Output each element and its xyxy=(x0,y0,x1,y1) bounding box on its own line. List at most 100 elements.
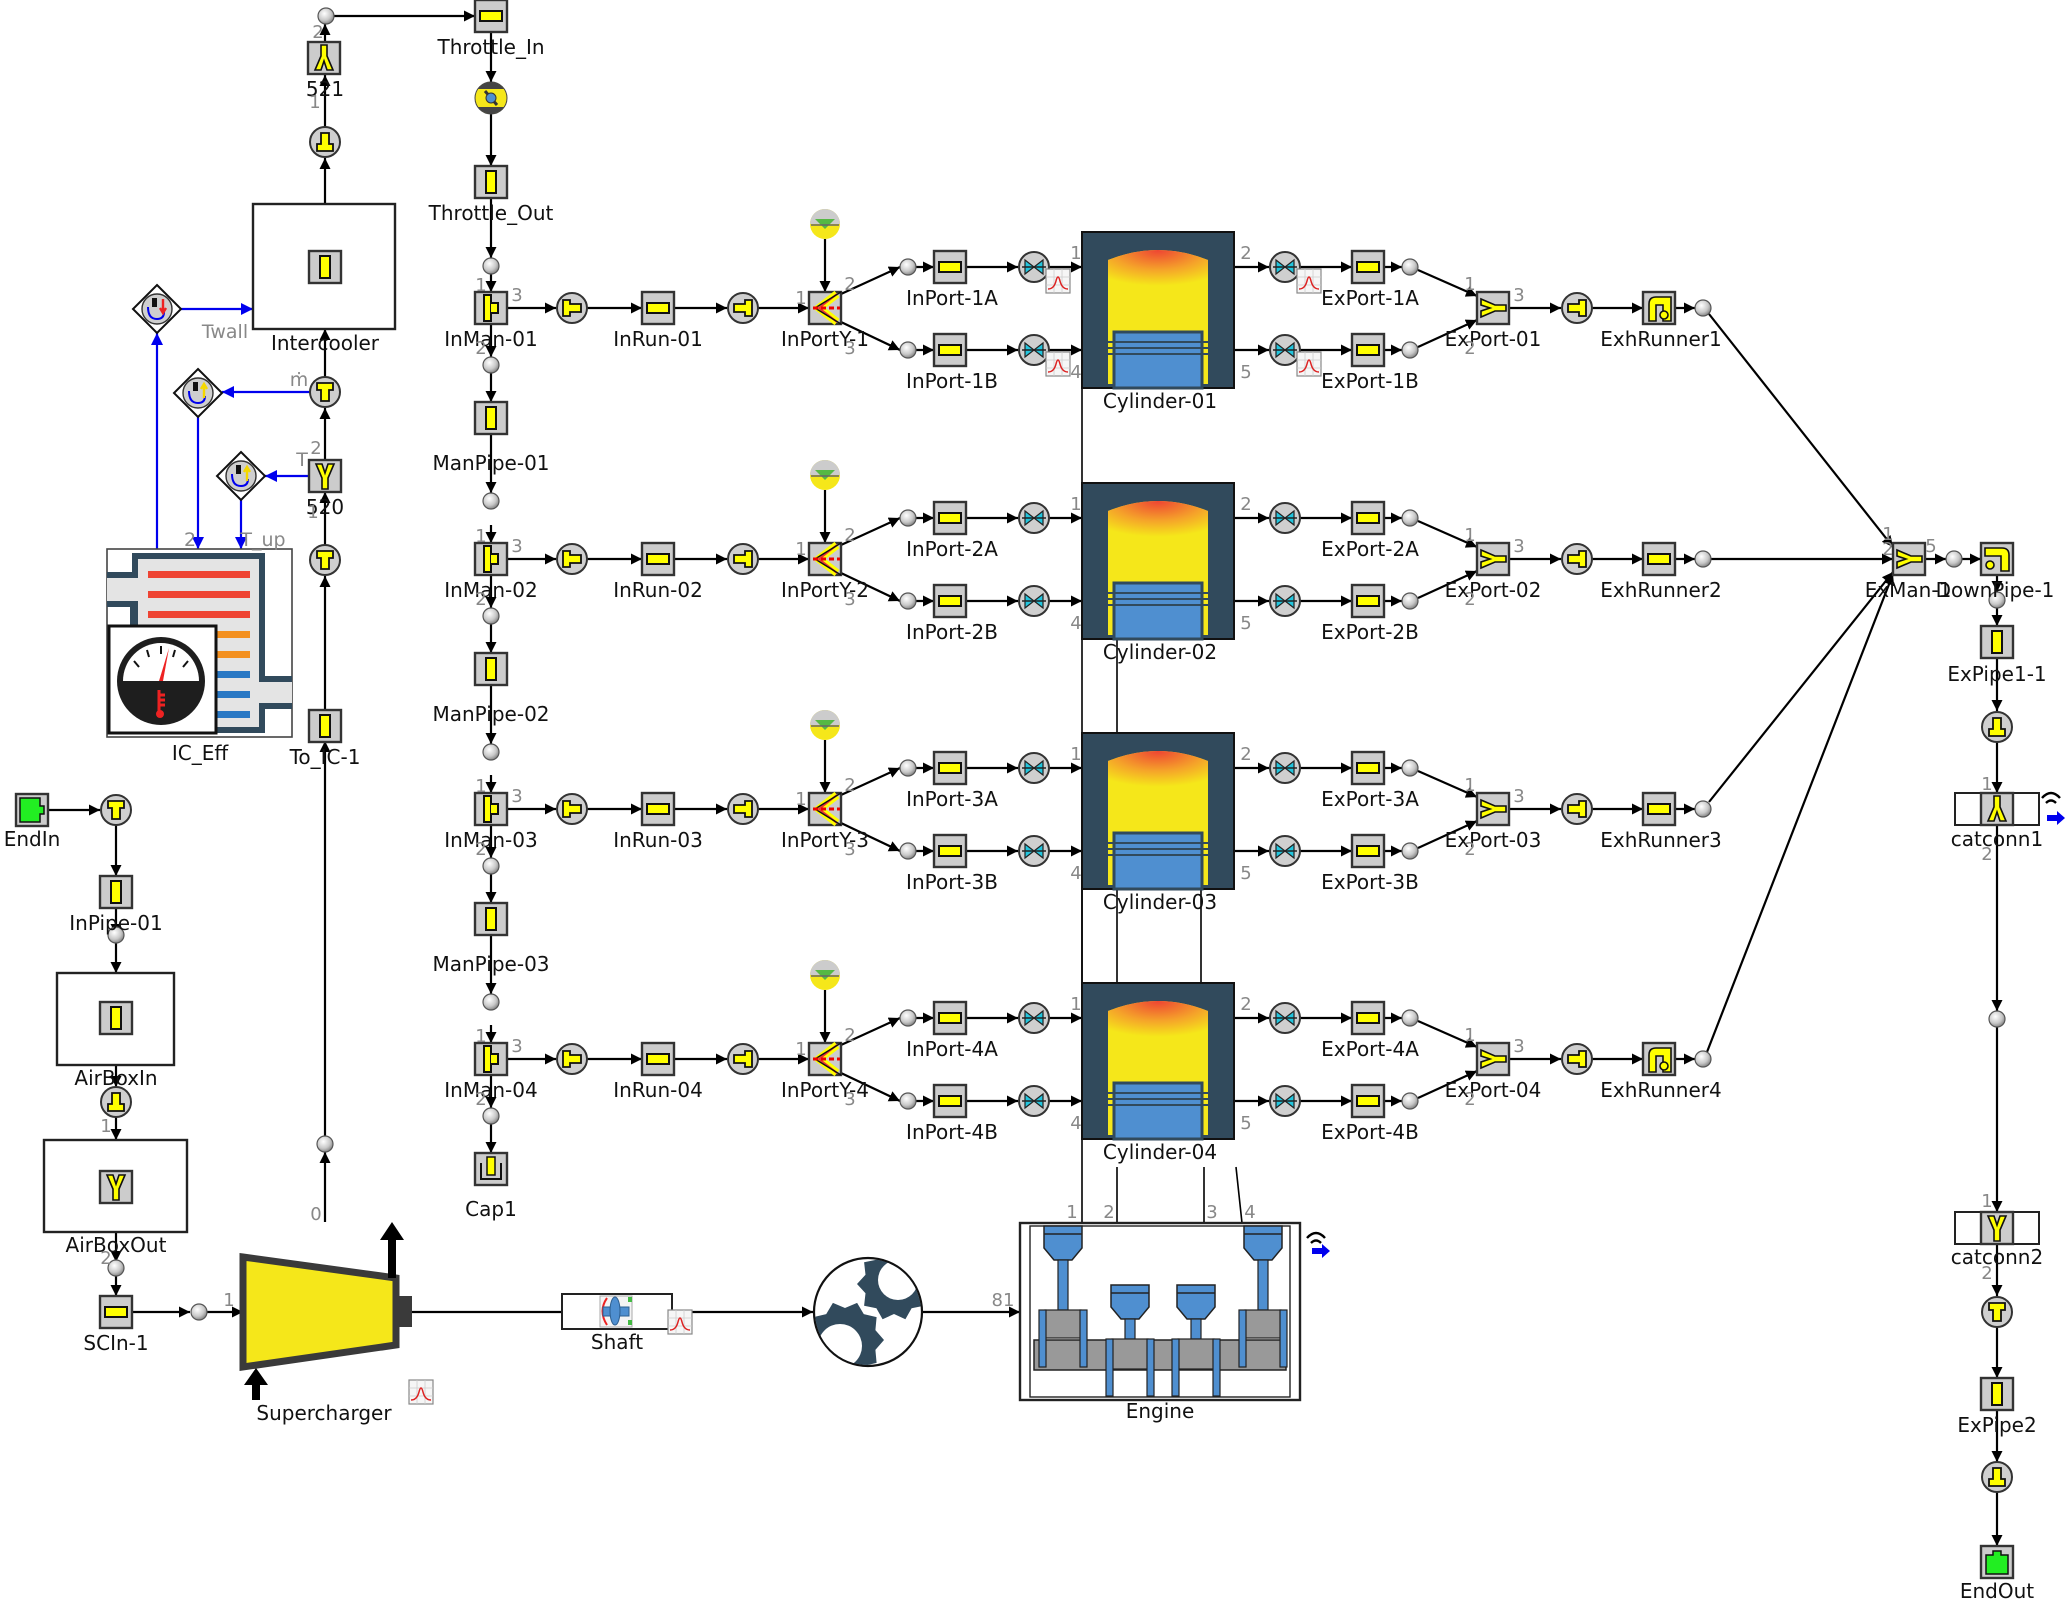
fuel-injector-4[interactable] xyxy=(810,960,840,990)
inport-4a[interactable] xyxy=(932,1000,968,1036)
inrun-3[interactable] xyxy=(640,791,676,827)
inman-1[interactable] xyxy=(473,290,509,326)
catconn2-reducer[interactable] xyxy=(1981,1296,2013,1328)
export-03[interactable] xyxy=(1475,791,1511,827)
flow-connection[interactable] xyxy=(840,265,901,296)
orifice-node[interactable] xyxy=(1694,800,1712,818)
inrun-inlet-reducer[interactable] xyxy=(556,543,588,575)
inport-2a[interactable] xyxy=(932,500,968,536)
flow-connection[interactable] xyxy=(1417,819,1478,850)
expipe1-1[interactable] xyxy=(1979,624,2015,660)
expipe1-reducer[interactable] xyxy=(1981,711,2013,743)
manpipe-1[interactable] xyxy=(473,400,509,436)
profile-chart-icon[interactable] xyxy=(1296,268,1322,294)
exhaust-valve-3a[interactable] xyxy=(1269,752,1301,784)
endin-reducer[interactable] xyxy=(100,794,132,826)
orifice-node[interactable] xyxy=(482,492,500,510)
export-2a[interactable] xyxy=(1350,500,1386,536)
orifice-node[interactable] xyxy=(107,1259,125,1277)
temperature-sensor[interactable] xyxy=(215,450,267,502)
export-04[interactable] xyxy=(1475,1041,1511,1077)
intercooler-pipe-icon[interactable] xyxy=(307,249,343,285)
inman-2[interactable] xyxy=(473,541,509,577)
cylinder-01[interactable] xyxy=(1081,231,1235,390)
inrun-4[interactable] xyxy=(640,1041,676,1077)
orifice-node[interactable] xyxy=(1988,591,2006,609)
exhrunner4[interactable] xyxy=(1641,1041,1677,1077)
orifice-node[interactable] xyxy=(1694,550,1712,568)
intercooler-outlet-reducer[interactable] xyxy=(309,126,341,158)
intake-valve-4a[interactable] xyxy=(1018,1002,1050,1034)
orifice-node[interactable] xyxy=(482,607,500,625)
end-environment-out[interactable] xyxy=(1979,1544,2015,1580)
engine[interactable] xyxy=(1018,1221,1302,1402)
flow-connection[interactable] xyxy=(1705,573,1895,1053)
exhaust-valve-4a[interactable] xyxy=(1269,1002,1301,1034)
inrun-2[interactable] xyxy=(640,541,676,577)
fuel-injector-1[interactable] xyxy=(810,209,840,239)
junction-521[interactable] xyxy=(306,40,342,76)
cylinder-02[interactable] xyxy=(1081,482,1235,641)
flow-connection[interactable] xyxy=(1417,1069,1478,1100)
exhaust-valve-1b[interactable] xyxy=(1269,334,1301,366)
orifice-node[interactable] xyxy=(899,759,917,777)
inrun-inlet-reducer[interactable] xyxy=(556,793,588,825)
inman-3[interactable] xyxy=(473,791,509,827)
inport-1b[interactable] xyxy=(932,332,968,368)
intake-valve-4b[interactable] xyxy=(1018,1085,1050,1117)
orifice-node[interactable] xyxy=(482,356,500,374)
exhrunner-reducer[interactable] xyxy=(1561,292,1593,324)
orifice-node[interactable] xyxy=(899,1009,917,1027)
inrun-outlet-reducer[interactable] xyxy=(727,793,759,825)
flow-connection[interactable] xyxy=(1417,769,1478,799)
gearbox[interactable] xyxy=(806,1249,931,1377)
end-environment-in[interactable] xyxy=(14,792,50,828)
orifice-node[interactable] xyxy=(1401,842,1419,860)
inrun-outlet-reducer[interactable] xyxy=(727,543,759,575)
orifice-node[interactable] xyxy=(1401,1009,1419,1027)
inrun-inlet-reducer[interactable] xyxy=(556,292,588,324)
intercooler-inlet-reducer[interactable] xyxy=(309,376,341,408)
fuel-injector-2[interactable] xyxy=(810,460,840,490)
cylinder-03[interactable] xyxy=(1081,732,1235,891)
flow-connection[interactable] xyxy=(840,822,901,852)
downpipe-1[interactable] xyxy=(1979,541,2015,577)
export-02[interactable] xyxy=(1475,541,1511,577)
airboxin-pipe-icon[interactable] xyxy=(98,1000,134,1036)
orifice-node[interactable] xyxy=(1988,1010,2006,1028)
orifice-node[interactable] xyxy=(1401,509,1419,527)
flow-connection[interactable] xyxy=(1417,268,1478,298)
flow-connection[interactable] xyxy=(1708,313,1894,548)
exhaust-valve-2a[interactable] xyxy=(1269,502,1301,534)
catconn2-icon[interactable] xyxy=(1979,1210,2015,1246)
inporty-2[interactable] xyxy=(807,541,843,577)
exhrunner3[interactable] xyxy=(1641,791,1677,827)
flow-connection[interactable] xyxy=(1417,569,1478,600)
intake-valve-3b[interactable] xyxy=(1018,835,1050,867)
profile-chart-icon[interactable] xyxy=(1045,268,1071,294)
export-4b[interactable] xyxy=(1350,1083,1386,1119)
orifice-node[interactable] xyxy=(482,743,500,761)
inport-1a[interactable] xyxy=(932,249,968,285)
orifice-node[interactable] xyxy=(482,993,500,1011)
profile-chart-icon[interactable] xyxy=(1296,351,1322,377)
intake-valve-1b[interactable] xyxy=(1018,334,1050,366)
orifice-node[interactable] xyxy=(1401,759,1419,777)
exhaust-valve-1a[interactable] xyxy=(1269,251,1301,283)
exhrunner2[interactable] xyxy=(1641,541,1677,577)
orifice-node[interactable] xyxy=(316,1135,334,1153)
orifice-node[interactable] xyxy=(1694,299,1712,317)
flow-connection[interactable] xyxy=(1417,519,1478,549)
throttle-in[interactable] xyxy=(473,0,509,34)
inporty-1[interactable] xyxy=(807,290,843,326)
throttle-out[interactable] xyxy=(473,164,509,200)
orifice-node[interactable] xyxy=(1401,1092,1419,1110)
orifice-node[interactable] xyxy=(1945,550,1963,568)
orifice-node[interactable] xyxy=(190,1303,208,1321)
flow-connection[interactable] xyxy=(1417,1019,1478,1049)
airboxin-reducer[interactable] xyxy=(100,1086,132,1118)
to-ic-reducer[interactable] xyxy=(309,544,341,576)
flow-connection[interactable] xyxy=(840,516,901,547)
orifice-node[interactable] xyxy=(482,1107,500,1125)
orifice-node[interactable] xyxy=(107,926,125,944)
